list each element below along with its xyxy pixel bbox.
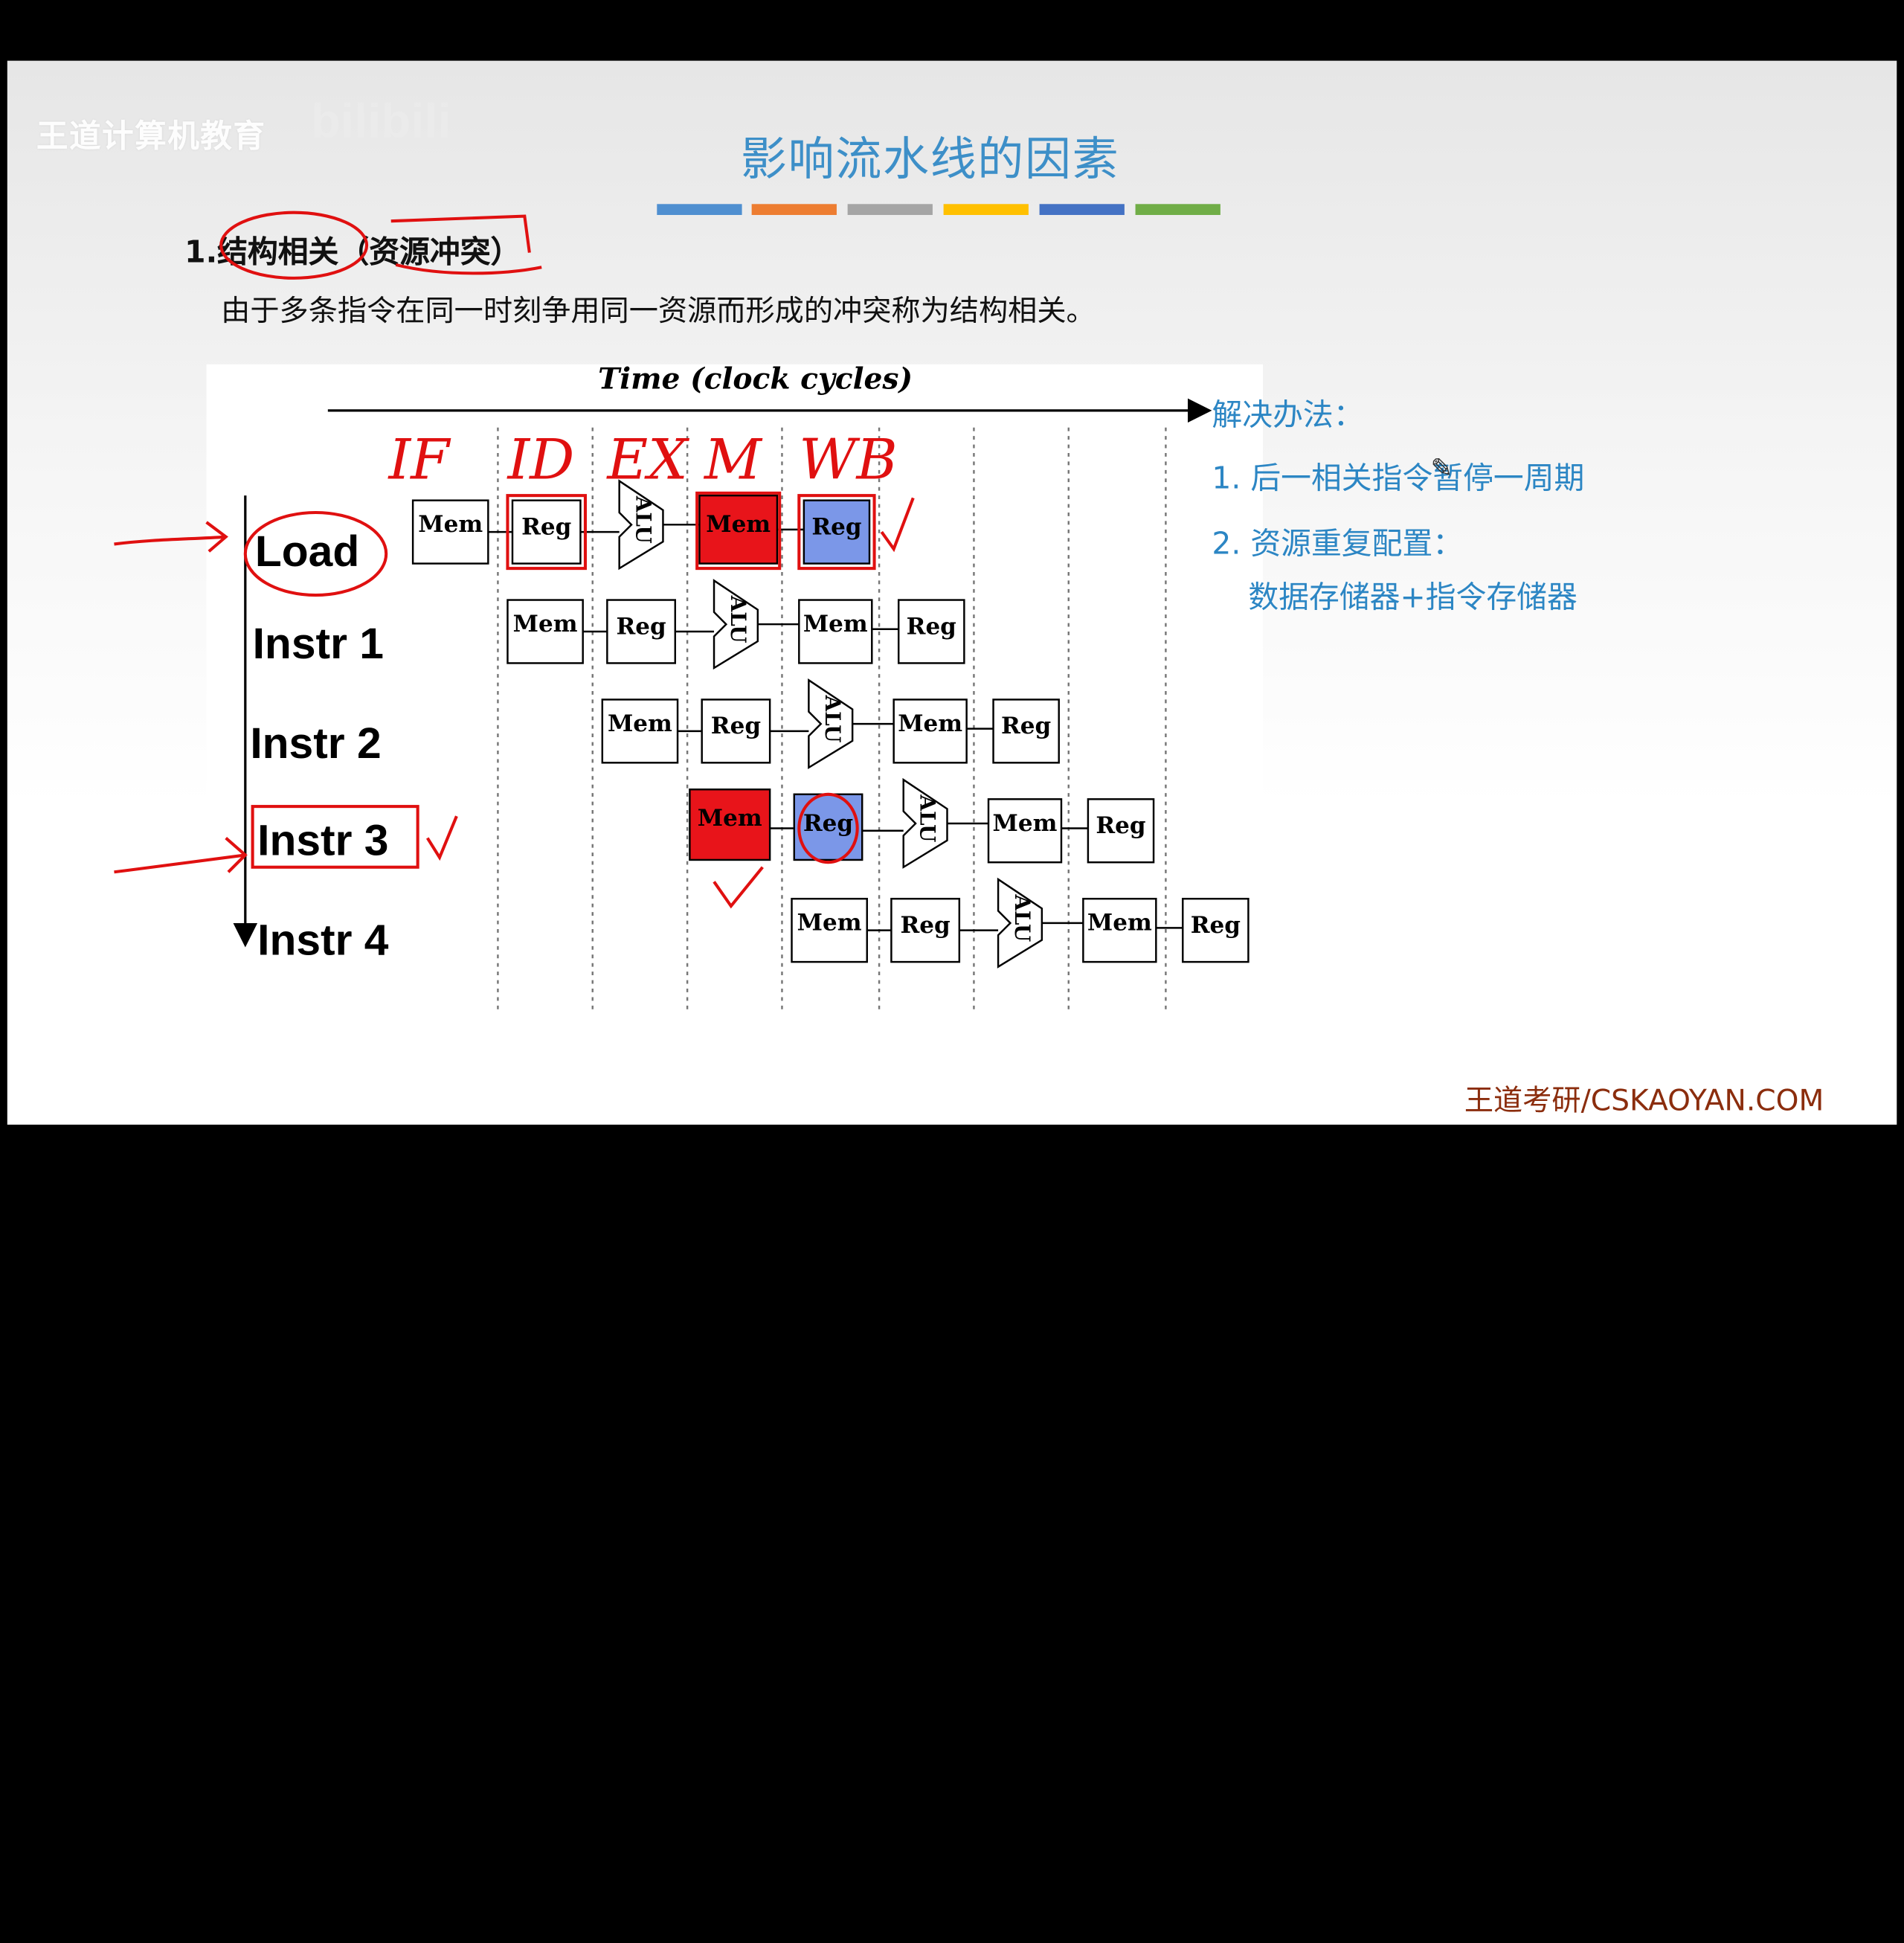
row0-reg-id-label: Reg bbox=[521, 513, 571, 540]
pipeline-row-load: Mem Reg ALU Mem Reg bbox=[411, 479, 871, 571]
row0-reg-id-mark bbox=[506, 494, 588, 571]
row2-reg-wb-label: Reg bbox=[1001, 713, 1051, 739]
row0-mem-m-label: Mem bbox=[706, 511, 771, 538]
color-bar-2 bbox=[751, 204, 837, 215]
color-bar-1 bbox=[657, 204, 742, 215]
row3-mem-m-label: Mem bbox=[993, 810, 1058, 837]
pipeline-diagram: Time (clock cycles) IF bbox=[206, 362, 1264, 1011]
row0-reg-id bbox=[511, 499, 582, 565]
solution-heading: 解决办法： bbox=[1212, 396, 1364, 433]
row2-reg-id-label: Reg bbox=[711, 713, 761, 739]
section-number: 1. bbox=[184, 234, 218, 270]
arrow-to-instr3 bbox=[114, 837, 248, 874]
footer-brand: 王道考研/CSKAOYAN.COM bbox=[1464, 1083, 1824, 1118]
term-circle bbox=[219, 211, 369, 280]
section-alias: 资源冲突 bbox=[369, 234, 491, 270]
row2-mem-m-label: Mem bbox=[898, 710, 962, 737]
row0-alu bbox=[618, 479, 664, 571]
solution-item-2-detail: 数据存储器+指令存储器 bbox=[1248, 579, 1577, 615]
row3-reg-id-label: Reg bbox=[803, 810, 853, 837]
stage-label-id: ID bbox=[506, 426, 574, 492]
watermark: 王道计算机教育 bbox=[36, 119, 266, 155]
row2-alu-label: ALU bbox=[820, 695, 845, 743]
pipeline-svg: Time (clock cycles) IF bbox=[233, 362, 1250, 1011]
instr-label-1: Instr 1 bbox=[253, 620, 384, 668]
diagram-annotations bbox=[243, 491, 915, 909]
solution-item-2: 2. 资源重复配置： bbox=[1212, 525, 1464, 562]
pen-cursor-icon: ✎ bbox=[1430, 454, 1453, 485]
pipeline-row-instr3: Mem Reg ALU Mem Reg bbox=[689, 777, 1155, 869]
close-paren: ） bbox=[490, 234, 521, 270]
row3-mem-if-label: Mem bbox=[698, 805, 762, 832]
row0-reg-wb bbox=[803, 499, 871, 565]
arrow-to-load bbox=[114, 521, 228, 553]
color-bar-5 bbox=[1039, 204, 1125, 215]
slide-title: 影响流水线的因素 bbox=[740, 132, 1120, 186]
color-bar-4 bbox=[943, 204, 1029, 215]
row4-mem-m-label: Mem bbox=[1087, 910, 1152, 937]
row1-reg-wb-label: Reg bbox=[907, 613, 956, 640]
heading-annotations bbox=[219, 211, 542, 280]
row4-mem-if-label: Mem bbox=[797, 910, 862, 937]
instr-label-2: Instr 2 bbox=[250, 719, 381, 768]
side-arrows bbox=[114, 521, 248, 874]
row4-alu-label: ALU bbox=[1010, 893, 1035, 942]
stage-label-ex: EX bbox=[605, 426, 689, 492]
instr-label-3: Instr 3 bbox=[257, 816, 388, 864]
row0-alu-label: ALU bbox=[631, 495, 656, 544]
check-mark-2 bbox=[425, 815, 458, 861]
row2-mem-if-label: Mem bbox=[608, 710, 672, 737]
row1-alu-label: ALU bbox=[726, 595, 750, 643]
bilibili-logo-text: bilibili bbox=[310, 94, 451, 149]
color-bar-6 bbox=[1135, 204, 1220, 215]
pipeline-row-instr4: Mem Reg ALU Mem Reg bbox=[791, 877, 1250, 969]
color-bar-3 bbox=[847, 204, 933, 215]
stage-label-if: IF bbox=[387, 426, 451, 492]
row0-reg-wb-label: Reg bbox=[811, 513, 861, 540]
row3-mem-if bbox=[689, 789, 771, 861]
section-heading: 1.结构相关（资源冲突） bbox=[184, 228, 521, 272]
row3-reg-circle bbox=[797, 792, 859, 864]
slide: 王道计算机教育 bilibili 影响流水线的因素 1.结构相关（资源冲突） 由… bbox=[7, 60, 1897, 1125]
bilibili-logo: bilibili bbox=[311, 94, 451, 149]
instr-label-load: Load bbox=[255, 527, 359, 576]
row0-mem-if-label: Mem bbox=[418, 511, 483, 538]
row1-reg-id-label: Reg bbox=[616, 613, 666, 640]
load-circle bbox=[243, 510, 388, 597]
row4-reg-wb-label: Reg bbox=[1191, 912, 1241, 939]
row0-mem-if bbox=[411, 499, 489, 565]
row4-reg-id-label: Reg bbox=[901, 912, 951, 939]
pipeline-row-instr1: Mem Reg ALU Mem Reg bbox=[506, 579, 965, 670]
solution-item-1: 1. 后一相关指令暂停一周期 bbox=[1212, 460, 1585, 496]
alias-box bbox=[390, 214, 542, 275]
time-axis-label: Time (clock cycles) bbox=[598, 364, 913, 396]
stage-label-wb: WB bbox=[799, 426, 897, 492]
row3-reg-wb-label: Reg bbox=[1096, 812, 1145, 839]
row0-reg-wb-mark bbox=[797, 494, 876, 571]
row0-mem-m-mark bbox=[695, 491, 782, 571]
row3-alu-label: ALU bbox=[916, 794, 940, 843]
row0-mem-m bbox=[698, 494, 779, 565]
section-description: 由于多条指令在同一时刻争用同一资源而形成的冲突称为结构相关。 bbox=[221, 294, 1096, 328]
instr3-box bbox=[251, 805, 419, 869]
row1-mem-if-label: Mem bbox=[513, 611, 578, 638]
check-mark-1 bbox=[880, 497, 915, 553]
check-mark-3 bbox=[713, 866, 764, 909]
pipeline-row-instr2: Mem Reg ALU Mem Reg bbox=[601, 678, 1060, 770]
section-term: 结构相关 bbox=[217, 234, 339, 270]
row1-mem-m-label: Mem bbox=[803, 611, 868, 638]
stage-label-m: M bbox=[703, 426, 763, 492]
instr-label-4: Instr 4 bbox=[257, 916, 389, 964]
